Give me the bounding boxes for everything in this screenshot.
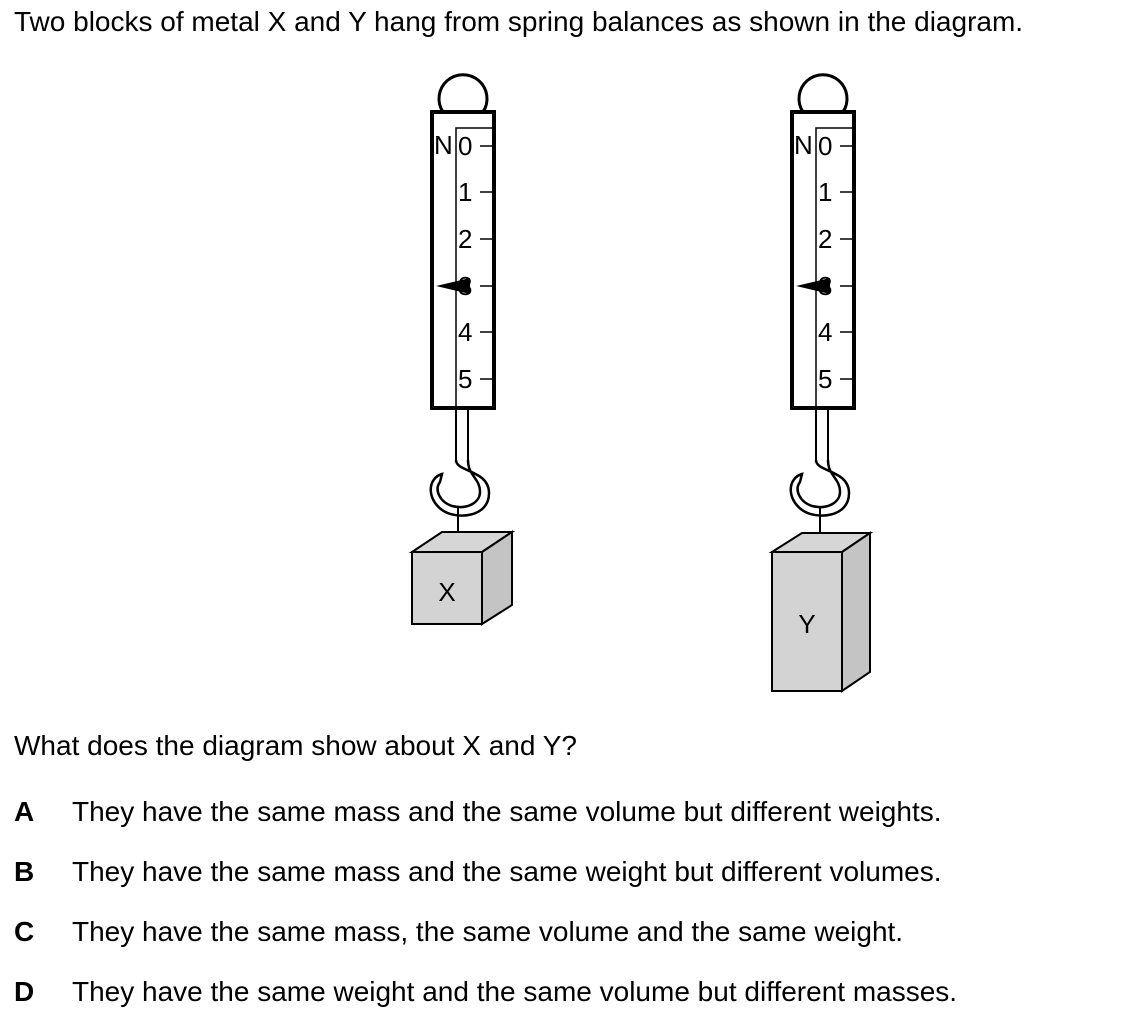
tick-label: 1 — [818, 177, 832, 207]
question-intro: Two blocks of metal X and Y hang from sp… — [14, 6, 1024, 37]
option-text: They have the same mass, the same volume… — [72, 916, 904, 947]
tick-label: 5 — [818, 364, 832, 394]
balance-ring-x — [437, 73, 489, 113]
pointer-x — [436, 278, 470, 294]
balance-body-y — [790, 110, 856, 410]
tick-label: 2 — [818, 224, 832, 254]
balance-body-x — [430, 110, 496, 410]
option-letter: D — [14, 976, 35, 1007]
block-y: Y — [768, 531, 874, 693]
option-letter: B — [14, 856, 35, 887]
pointer-y — [796, 278, 830, 294]
unit-label-x: N — [434, 130, 453, 160]
block-x: X — [408, 530, 516, 626]
option-text: They have the same mass and the same wei… — [72, 856, 942, 887]
option-a[interactable]: A They have the same mass and the same vo… — [14, 794, 942, 830]
balance-scale-strip-y — [815, 127, 855, 409]
block-label-y: Y — [798, 609, 815, 639]
option-d[interactable]: D They have the same weight and the same … — [14, 974, 957, 1010]
balance-scale-strip-x — [455, 127, 495, 409]
option-text: They have the same weight and the same v… — [72, 976, 958, 1007]
option-c[interactable]: C They have the same mass, the same volum… — [14, 914, 903, 950]
hook-y — [789, 459, 851, 517]
option-letter: C — [14, 916, 35, 947]
tick-label: 5 — [458, 364, 472, 394]
tick-label: 1 — [458, 177, 472, 207]
tick-group-x: 0 1 2 3 4 5 — [458, 131, 494, 394]
tick-label: 0 — [458, 131, 472, 161]
tick-label: 2 — [458, 224, 472, 254]
tick-label: 4 — [458, 317, 472, 347]
question-text: What does the diagram show about X and Y… — [14, 730, 577, 761]
tick-group-y: 0 1 2 3 4 5 — [818, 131, 854, 394]
tick-label: 0 — [818, 131, 832, 161]
balance-ring-y — [797, 73, 849, 113]
option-text: They have the same mass and the same vol… — [72, 796, 942, 827]
spring-balance-y: N 0 1 2 3 4 5 Y — [768, 73, 874, 693]
hook-x — [429, 459, 491, 517]
option-letter: A — [14, 796, 35, 827]
option-b[interactable]: B They have the same mass and the same we… — [14, 854, 942, 890]
spring-balance-x: N 0 1 2 3 4 5 X — [408, 73, 516, 626]
spring-balance-diagram: N 0 1 2 3 4 5 X N — [408, 73, 874, 693]
unit-label-y: N — [794, 130, 813, 160]
tick-label: 4 — [818, 317, 832, 347]
block-label-x: X — [438, 577, 455, 607]
